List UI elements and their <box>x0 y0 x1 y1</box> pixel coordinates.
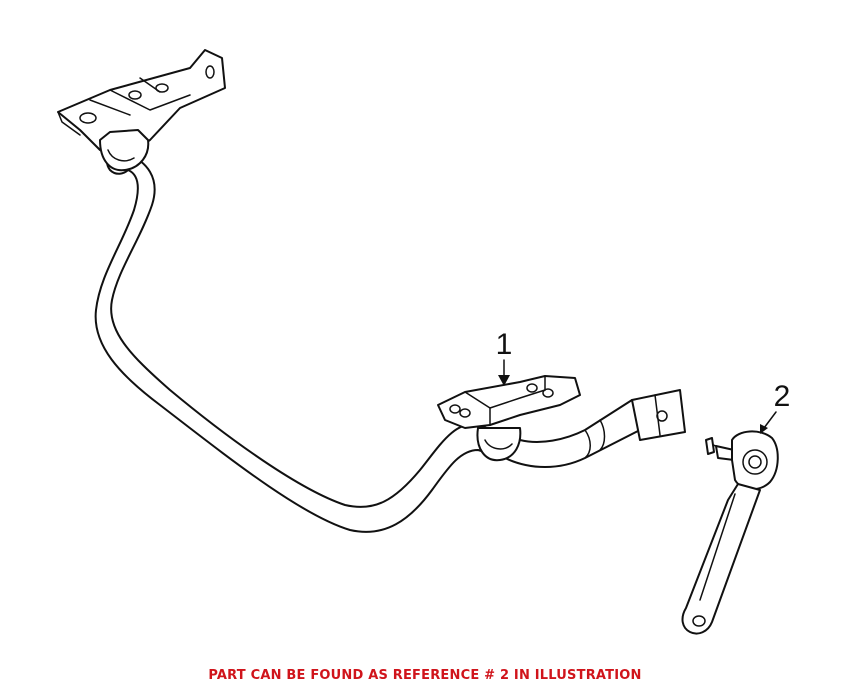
callout-2: 2 <box>760 380 790 434</box>
left-bushing-bracket[interactable] <box>57 49 226 172</box>
stabilizer-link[interactable] <box>681 430 779 635</box>
callout-2-label: 2 <box>774 380 791 413</box>
reference-caption: PART CAN BE FOUND AS REFERENCE # 2 IN IL… <box>208 668 642 683</box>
callout-1: 1 <box>496 328 513 386</box>
stabilizer-bar[interactable] <box>94 149 686 533</box>
callout-1-label: 1 <box>496 328 513 361</box>
right-bushing-bracket[interactable] <box>437 375 581 462</box>
